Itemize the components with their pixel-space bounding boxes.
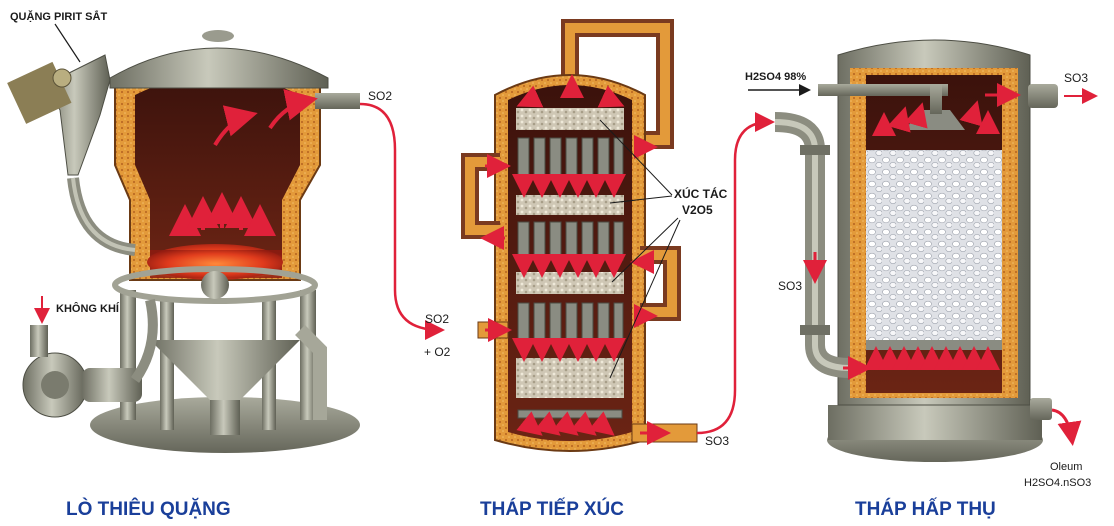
so2-out-label: SO2 <box>368 89 392 103</box>
so2-flow-arrow <box>359 102 445 340</box>
v2o5-label: V2O5 <box>682 203 713 217</box>
absorber-tower <box>774 39 1058 462</box>
furnace <box>7 30 360 453</box>
caption-absorber: THÁP HẤP THỤ <box>855 498 996 520</box>
oleum-arrow <box>1051 408 1082 446</box>
air-label: KHÔNG KHÍ <box>56 302 120 315</box>
so3-flow-arrow <box>696 112 775 435</box>
h2so4-label: H2SO4 98% <box>745 71 806 83</box>
caption-contact: THÁP TIẾP XÚC <box>480 498 624 520</box>
caption-furnace: LÒ THIÊU QUẶNG <box>66 498 231 520</box>
so2-in-label: SO2 <box>425 312 449 326</box>
contact-flow-arrows <box>480 74 671 445</box>
oleum-formula-label: H2SO4.nSO3 <box>1024 477 1091 489</box>
catalyst-leaders <box>599 119 681 379</box>
absorber-flow-arrows <box>803 83 1021 380</box>
furnace-gas-arrows <box>169 89 318 236</box>
o2-label: + O2 <box>424 345 451 359</box>
contact-tower <box>461 19 698 452</box>
so3-top-label: SO3 <box>1064 71 1088 85</box>
catalyst-label: XÚC TÁC <box>674 186 728 201</box>
ore-label: QUẶNG PIRIT SẮT <box>10 10 107 23</box>
oleum-label: Oleum <box>1050 461 1082 473</box>
so3-absorb-label: SO3 <box>778 279 802 293</box>
so3-contact-label: SO3 <box>705 434 729 448</box>
